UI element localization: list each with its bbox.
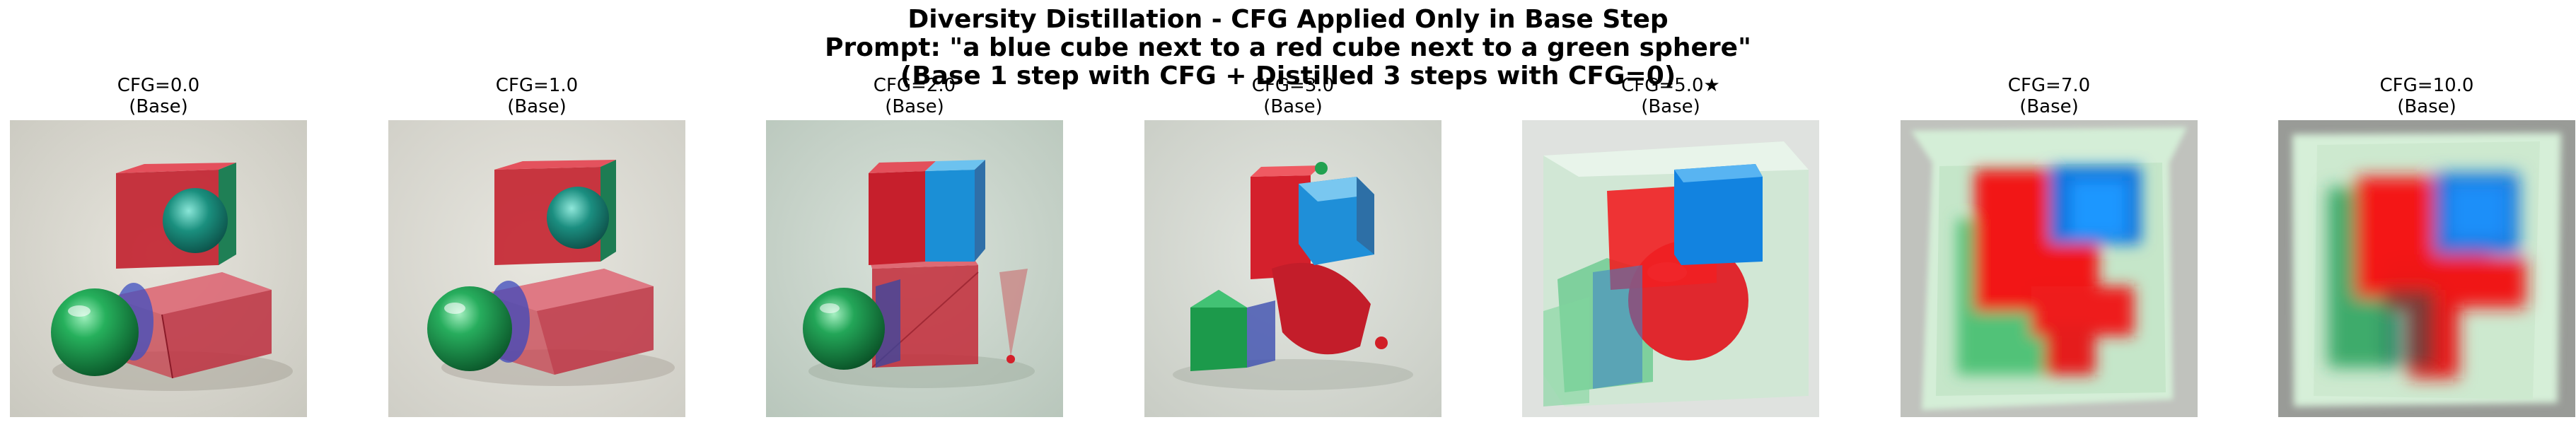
panel-label: CFG=7.0	[2007, 75, 2091, 96]
panel-label: CFG=2.0	[873, 75, 956, 96]
panel-title: CFG=0.0 (Base)	[10, 75, 307, 117]
figure-title-line-1: Diversity Distillation - CFG Applied Onl…	[907, 5, 1669, 34]
generated-image	[1901, 120, 2198, 417]
panel-title: CFG=3.0 (Base)	[1144, 75, 1441, 117]
generated-image	[388, 120, 685, 417]
figure-title: Diversity Distillation - CFG Applied Onl…	[0, 6, 2576, 90]
panel-title: CFG=2.0 (Base)	[766, 75, 1063, 117]
panel-sublabel: (Base)	[2019, 96, 2079, 117]
panel-sublabel: (Base)	[1263, 96, 1323, 117]
generated-image	[2278, 120, 2575, 417]
panel-sublabel: (Base)	[885, 96, 944, 117]
panel-title: CFG=10.0 (Base)	[2278, 75, 2575, 117]
generated-image	[766, 120, 1063, 417]
panel-label: CFG=5.0★	[1621, 75, 1720, 96]
panel-sublabel: (Base)	[507, 96, 567, 117]
panel-title: CFG=7.0 (Base)	[1901, 75, 2198, 117]
figure-title-line-3: (Base 1 step with CFG + Distilled 3 step…	[900, 62, 1676, 90]
panel-title: CFG=1.0 (Base)	[388, 75, 685, 117]
generated-image	[10, 120, 307, 417]
figure-title-line-2: Prompt: "a blue cube next to a red cube …	[825, 33, 1751, 62]
panel-sublabel: (Base)	[129, 96, 188, 117]
panel-label: CFG=10.0	[2379, 75, 2474, 96]
panel-label: CFG=3.0	[1251, 75, 1335, 96]
generated-image	[1144, 120, 1441, 417]
panel-sublabel: (Base)	[1641, 96, 1700, 117]
panel-label: CFG=1.0	[495, 75, 579, 96]
panel-label: CFG=0.0	[117, 75, 200, 96]
panel-sublabel: (Base)	[2397, 96, 2456, 117]
panel-title: CFG=5.0★ (Base)	[1522, 75, 1819, 117]
generated-image	[1522, 120, 1819, 417]
